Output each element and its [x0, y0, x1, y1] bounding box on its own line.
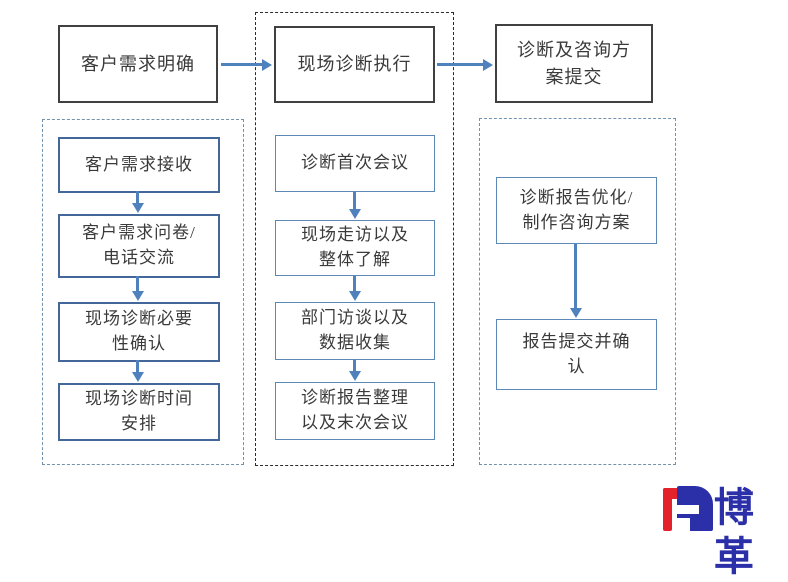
arrow-down-icon	[348, 276, 361, 301]
phase-container-onsite-diagnosis	[255, 12, 454, 466]
header-box-onsite-diagnosis: 现场诊断执行	[274, 26, 435, 103]
header-box-proposal-submission: 诊断及咨询方 案提交	[495, 24, 653, 103]
flow-step: 报告提交并确 认	[496, 319, 657, 390]
phase-container-proposal	[479, 118, 676, 465]
header-box-customer-needs: 客户需求明确	[58, 25, 218, 103]
arrow-down-icon	[348, 360, 361, 381]
flow-step: 诊断首次会议	[275, 135, 435, 192]
arrow-down-icon	[348, 192, 361, 219]
flow-step: 诊断报告优化/ 制作咨询方案	[496, 177, 657, 244]
flow-step: 客户需求接收	[58, 137, 220, 193]
arrow-down-icon	[131, 276, 144, 301]
arrow-down-icon	[131, 360, 144, 382]
phase-container-customer-needs	[42, 119, 244, 465]
arrow-right-icon	[221, 58, 272, 71]
flow-step: 现场诊断必要 性确认	[58, 302, 220, 362]
logo-text: 博革	[713, 486, 756, 579]
flow-step: 现场走访以及 整体了解	[275, 220, 435, 276]
logo-blue-g-icon	[677, 486, 713, 531]
logo-red-bar-icon	[663, 488, 672, 531]
logo: 博革	[660, 484, 788, 582]
logo-mark-icon	[660, 484, 713, 533]
flow-step: 诊断报告整理 以及末次会议	[275, 382, 435, 440]
arrow-right-icon	[437, 58, 493, 71]
flow-step: 现场诊断时间 安排	[58, 383, 220, 441]
flow-step: 客户需求问卷/ 电话交流	[58, 214, 220, 278]
flow-step: 部门访谈以及 数据收集	[275, 302, 435, 360]
arrow-down-icon	[131, 191, 144, 213]
arrow-down-icon	[569, 244, 582, 318]
